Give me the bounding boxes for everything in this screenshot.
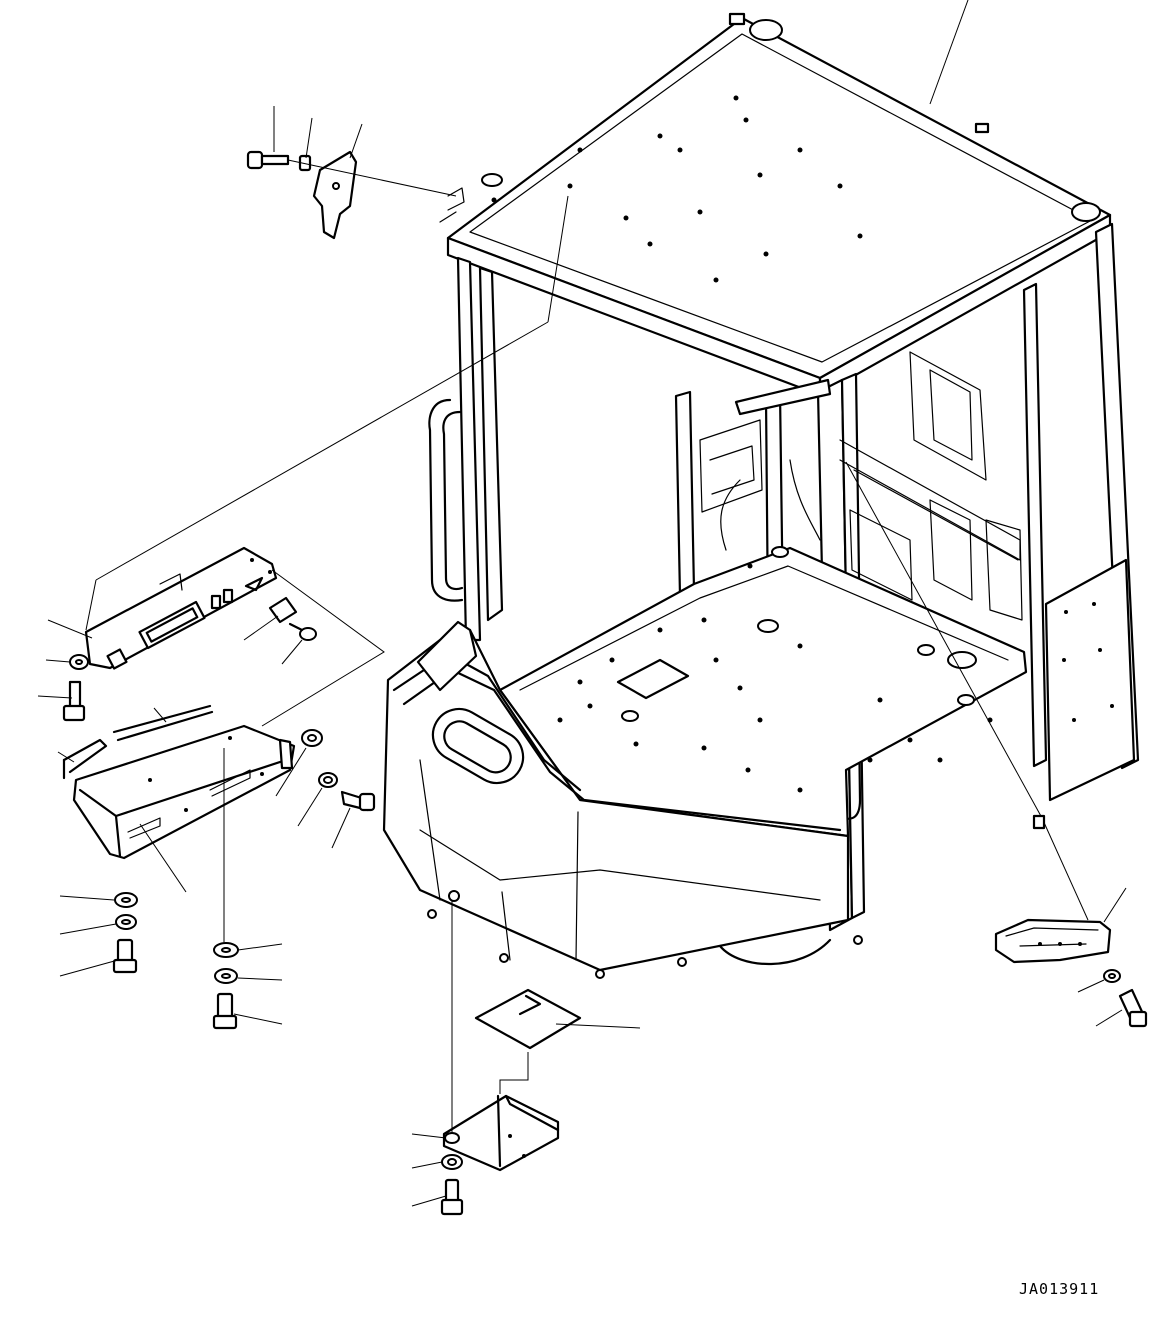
cab-floor <box>498 546 1028 838</box>
front-lower-panel <box>382 620 863 979</box>
clip <box>288 622 317 641</box>
left-holder-group <box>62 195 569 1030</box>
bracket-upper <box>312 150 358 240</box>
bolt-upper <box>246 150 290 170</box>
leader-lines <box>37 0 1127 1207</box>
bolt-tray <box>340 790 376 812</box>
upper-bracket-group <box>246 150 465 240</box>
drawing-code: JA013911 <box>1019 1280 1100 1298</box>
right-step-group <box>845 461 1148 1028</box>
bolt-right <box>1118 988 1148 1028</box>
switch-panel <box>84 546 278 670</box>
tray <box>72 724 296 860</box>
bolt-left <box>62 680 86 722</box>
cab-roof <box>446 12 1112 397</box>
